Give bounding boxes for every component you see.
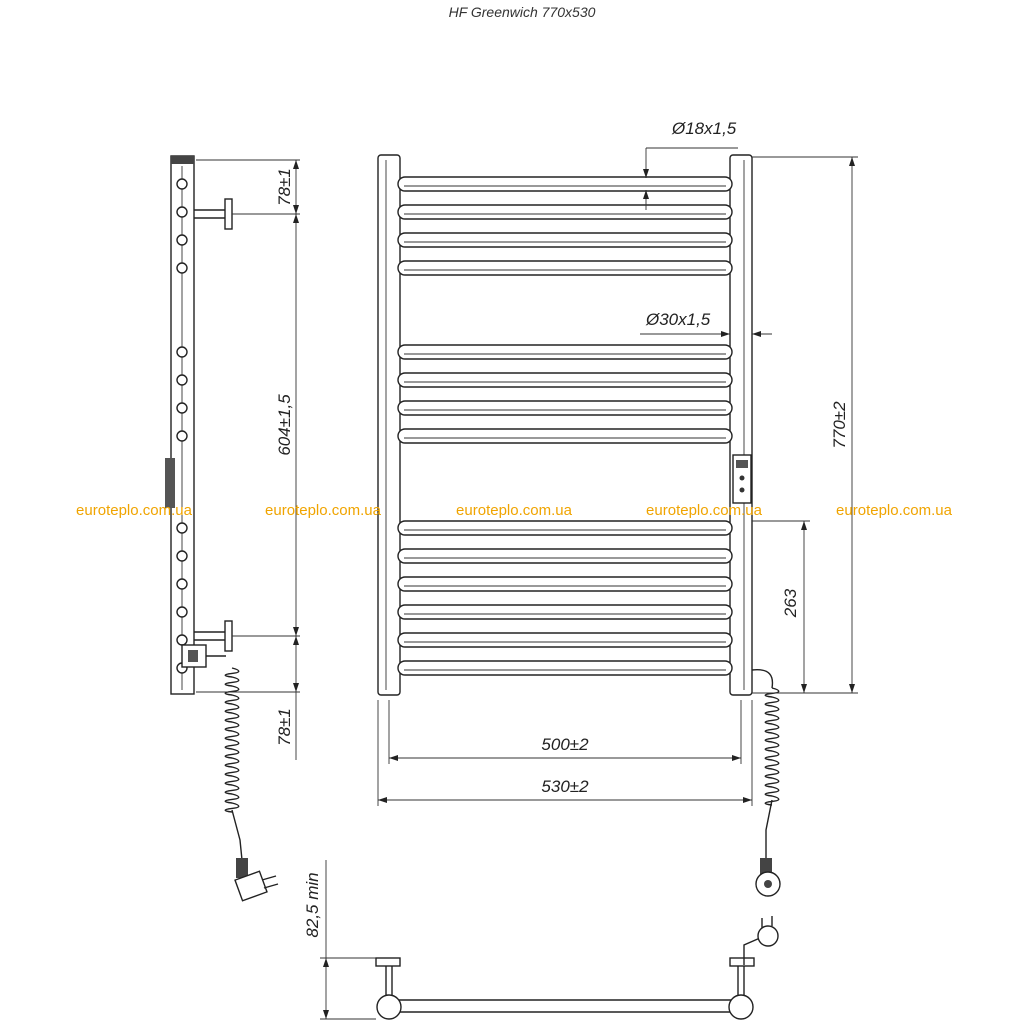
side-bar-end bbox=[176, 634, 188, 646]
front-bar bbox=[397, 632, 733, 648]
left-riser bbox=[377, 154, 401, 696]
front-bars bbox=[397, 176, 733, 676]
side-bar-end bbox=[176, 374, 188, 386]
dim-height: 770±2 bbox=[830, 401, 849, 449]
front-coiled-cable bbox=[764, 687, 780, 806]
side-bar-end bbox=[176, 346, 188, 358]
side-bar-end bbox=[176, 606, 188, 618]
front-view bbox=[377, 154, 781, 897]
side-bar-end bbox=[176, 402, 188, 414]
watermark-text: euroteplo.com.ua bbox=[646, 502, 763, 519]
side-bar-end bbox=[176, 522, 188, 534]
side-view bbox=[165, 155, 279, 902]
dim-inner-width: 500±2 bbox=[541, 735, 589, 754]
front-bar bbox=[397, 204, 733, 220]
front-dimensions: Ø18x1,5 Ø30x1,5 770±2 263 500±2 530±2 bbox=[377, 119, 858, 806]
drawing-title: HF Greenwich 770x530 bbox=[449, 4, 596, 20]
side-riser-cap bbox=[171, 156, 194, 164]
front-bar bbox=[397, 548, 733, 564]
side-plug bbox=[234, 858, 279, 902]
front-bar bbox=[397, 260, 733, 276]
front-bar bbox=[397, 176, 733, 192]
dim-element-height: 263 bbox=[781, 588, 800, 618]
side-bar-end bbox=[176, 206, 188, 218]
right-riser bbox=[729, 154, 753, 696]
watermarks: euroteplo.com.ua euroteplo.com.ua eurote… bbox=[76, 502, 953, 519]
side-coiled-cable bbox=[224, 667, 240, 813]
front-bar bbox=[397, 372, 733, 388]
dim-min-wall-distance: 82,5 min bbox=[303, 872, 322, 937]
front-bar bbox=[397, 400, 733, 416]
dim-riser-diameter: Ø30x1,5 bbox=[645, 310, 711, 329]
side-dimensions: 78±1 604±1,5 78±1 bbox=[196, 159, 300, 760]
front-bar bbox=[397, 576, 733, 592]
side-heater-box bbox=[165, 458, 175, 508]
front-bar bbox=[397, 520, 733, 536]
side-bar-end bbox=[176, 430, 188, 442]
dim-center-distance: 604±1,5 bbox=[275, 394, 294, 456]
top-view: 82,5 min bbox=[303, 860, 779, 1020]
side-bar-end bbox=[176, 178, 188, 190]
dim-top-offset: 78±1 bbox=[275, 168, 294, 206]
side-bar-end bbox=[176, 262, 188, 274]
side-bar-end bbox=[176, 578, 188, 590]
side-bar-ends bbox=[176, 178, 188, 674]
dim-bar-diameter: Ø18x1,5 bbox=[671, 119, 737, 138]
side-bar-end bbox=[176, 550, 188, 562]
watermark-text: euroteplo.com.ua bbox=[76, 502, 193, 519]
front-bar bbox=[397, 660, 733, 676]
front-bar bbox=[397, 428, 733, 444]
watermark-text: euroteplo.com.ua bbox=[836, 502, 953, 519]
side-bar-end bbox=[176, 234, 188, 246]
dim-bottom-offset: 78±1 bbox=[275, 708, 294, 746]
watermark-text: euroteplo.com.ua bbox=[265, 502, 382, 519]
front-bar bbox=[397, 232, 733, 248]
front-bar bbox=[397, 604, 733, 620]
dim-outer-width: 530±2 bbox=[541, 777, 589, 796]
front-plug bbox=[755, 858, 781, 897]
watermark-text: euroteplo.com.ua bbox=[456, 502, 573, 519]
front-bar bbox=[397, 344, 733, 360]
